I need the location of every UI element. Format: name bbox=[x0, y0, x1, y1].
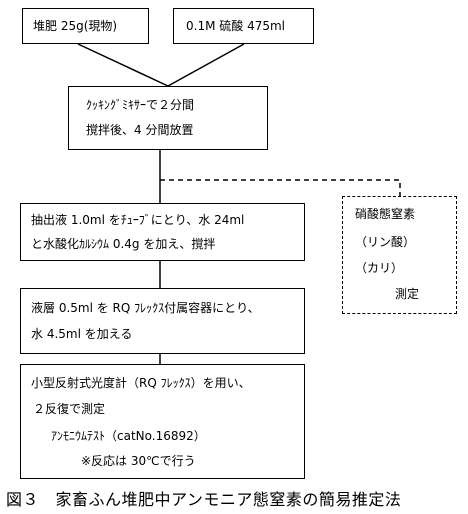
connector-compost-to-mix bbox=[77, 43, 169, 87]
supernatant-step-line-1: 液層 0.5ml を RQ ﾌﾚｯｸｽ付属容器にとり、 bbox=[31, 301, 260, 315]
figure-caption: 図３ 家畜ふん堆肥中アンモニア態窒素の簡易推定法 bbox=[6, 490, 402, 509]
extraction-step-line-2: と水酸化ｶﾙｼｳﾑ 0.4g を加え、撹拌 bbox=[31, 237, 216, 251]
nitrate-nitrogen-line-2: （リン酸） bbox=[355, 235, 416, 249]
mixing-step-box: ｸｯｷﾝｸﾞﾐｷｻｰで２分間 撹拌後、4 分間放置 bbox=[68, 86, 268, 150]
measurement-step-box: 小型反射式光度計（RQ ﾌﾚｯｸｽ）を用い、 ２反復で測定 ｱﾝﾓﾆｳﾑﾃｽﾄ（… bbox=[20, 364, 305, 479]
compost-box: 堆肥 25g(現物) bbox=[22, 8, 149, 44]
mixing-step-line-2: 撹拌後、4 分間放置 bbox=[86, 123, 194, 137]
nitrate-nitrogen-line-3: （カリ） bbox=[355, 261, 404, 275]
nitrate-nitrogen-box: 硝酸態窒素 （リン酸） （カリ） 測定 bbox=[342, 196, 457, 314]
extraction-step-line-1: 抽出液 1.0ml をﾁｭｰﾌﾞにとり、水 24ml bbox=[31, 213, 245, 227]
connector-acid-to-mix bbox=[167, 43, 245, 87]
extraction-step-box: 抽出液 1.0ml をﾁｭｰﾌﾞにとり、水 24ml と水酸化ｶﾙｼｳﾑ 0.4… bbox=[20, 203, 305, 261]
compost-label: 堆肥 25g(現物) bbox=[33, 19, 118, 33]
measurement-step-line-4: ※反応は 30℃で行う bbox=[81, 454, 196, 468]
nitrate-nitrogen-line-1: 硝酸態窒素 bbox=[355, 207, 416, 221]
measurement-step-line-2: ２反復で測定 bbox=[33, 402, 106, 416]
sulfuric-acid-box: 0.1M 硫酸 475ml bbox=[173, 8, 314, 44]
supernatant-step-line-2: 水 4.5ml を加える bbox=[31, 327, 133, 341]
nitrate-nitrogen-line-4: 測定 bbox=[395, 287, 420, 301]
supernatant-step-box: 液層 0.5ml を RQ ﾌﾚｯｸｽ付属容器にとり、 水 4.5ml を加える bbox=[20, 288, 305, 354]
dashed-branch-connector bbox=[160, 179, 401, 196]
measurement-step-line-3: ｱﾝﾓﾆｳﾑﾃｽﾄ（catNo.16892） bbox=[51, 429, 206, 443]
mixing-step-line-1: ｸｯｷﾝｸﾞﾐｷｻｰで２分間 bbox=[86, 98, 195, 112]
sulfuric-acid-label: 0.1M 硫酸 475ml bbox=[186, 19, 285, 33]
measurement-step-line-1: 小型反射式光度計（RQ ﾌﾚｯｸｽ）を用い、 bbox=[31, 376, 251, 390]
